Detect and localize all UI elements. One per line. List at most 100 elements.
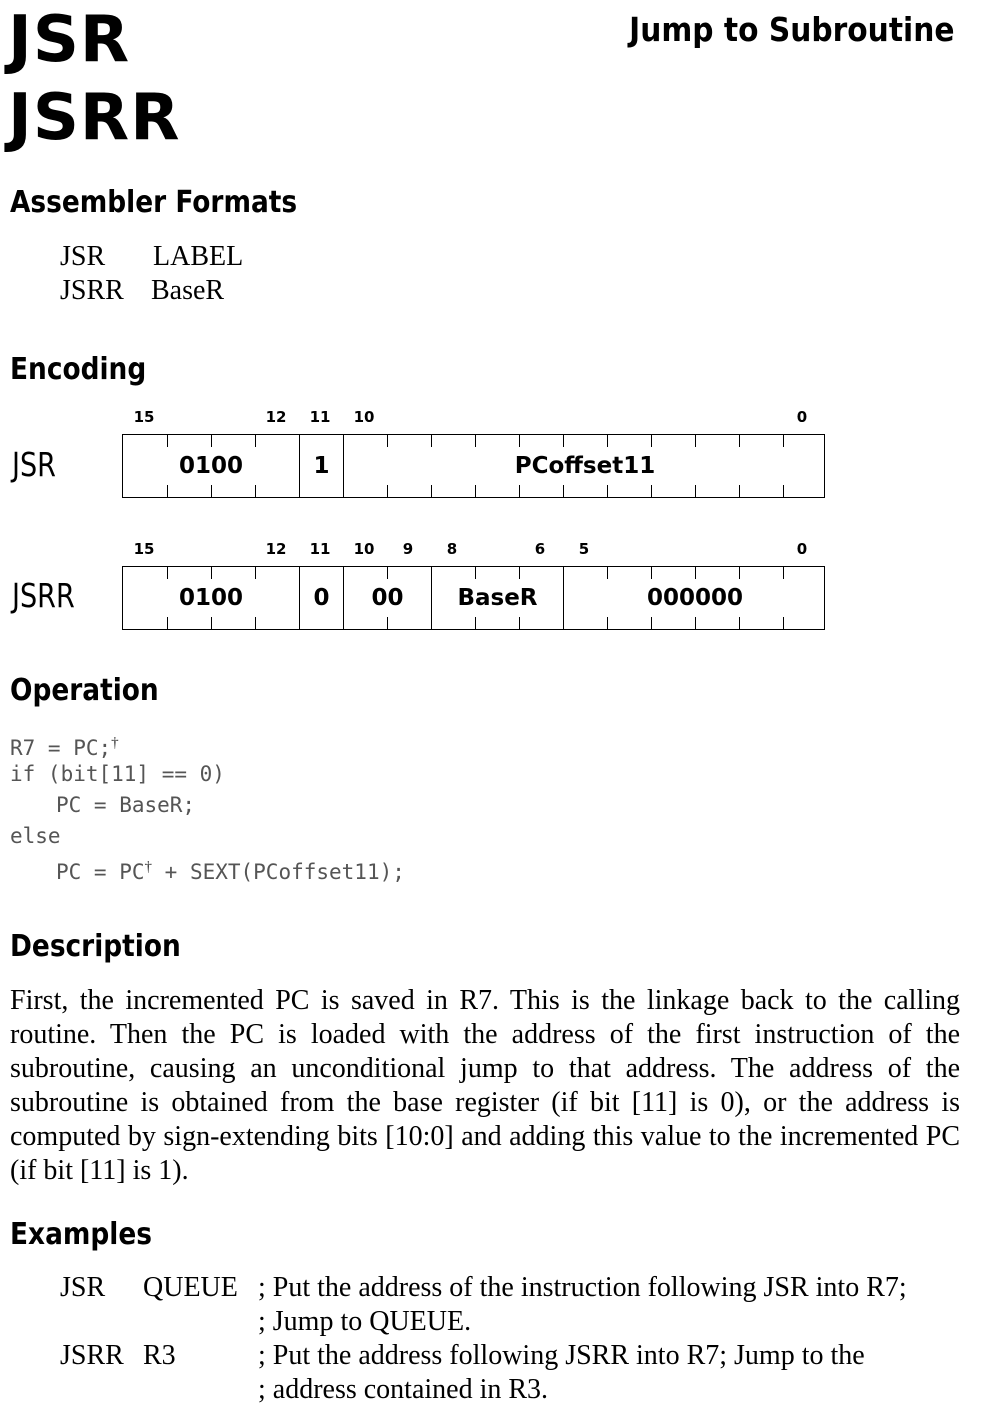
bit-tick — [739, 435, 740, 447]
opcode-field: 0100 — [178, 453, 243, 479]
bit-number: 11 — [309, 408, 331, 426]
bit-tick — [299, 435, 300, 447]
description-text: First, the incremented PC is saved in R7… — [10, 985, 960, 1186]
example-comment: ; Put the address following JSRR into R7… — [258, 1340, 865, 1371]
jsrr-encoding-box: 0100 0 00 BaseR 000000 — [122, 566, 825, 630]
zero-bits-field: 00 — [343, 567, 431, 629]
bit-tick — [211, 617, 212, 629]
pcoffset11-field: PCoffset11 — [343, 435, 826, 497]
bit-number: 15 — [133, 540, 155, 558]
bit-tick — [607, 485, 608, 497]
bit-tick — [739, 617, 740, 629]
bit-tick — [783, 567, 784, 579]
baser-field: BaseR — [431, 567, 563, 629]
bit-tick — [343, 485, 344, 497]
bit-tick — [651, 435, 652, 447]
bit-tick — [299, 567, 300, 579]
example-comment: ; Jump to QUEUE. — [258, 1306, 472, 1337]
bit-tick — [651, 567, 652, 579]
bit-number: 5 — [578, 540, 590, 558]
page-subtitle: Jump to Subroutine — [628, 10, 954, 49]
format-op-jsr: JSR — [60, 241, 106, 272]
bit-tick — [255, 485, 256, 497]
flag-bit-field: 1 — [299, 435, 343, 497]
operation-line-2: if (bit[11] == 0) — [10, 762, 225, 786]
bit-tick — [783, 435, 784, 447]
bit-tick — [167, 617, 168, 629]
example-comment: ; Put the address of the instruction fol… — [258, 1272, 907, 1303]
operation-heading: Operation — [10, 673, 159, 708]
bit-tick — [387, 435, 388, 447]
bit-tick — [519, 485, 520, 497]
bit-tick — [695, 435, 696, 447]
bit-tick — [739, 567, 740, 579]
bit-number: 12 — [265, 540, 287, 558]
bit-tick — [519, 435, 520, 447]
bit-number: 11 — [309, 540, 331, 558]
bit-tick — [695, 485, 696, 497]
bit-tick — [563, 567, 564, 579]
code-text: PC = PC — [56, 860, 145, 884]
flag-bit-field: 0 — [299, 567, 343, 629]
bit-tick — [343, 617, 344, 629]
bit-tick — [299, 617, 300, 629]
description-heading: Description — [10, 929, 181, 964]
bit-tick — [695, 617, 696, 629]
bit-tick — [783, 485, 784, 497]
bit-tick — [475, 485, 476, 497]
bit-tick — [431, 485, 432, 497]
bit-tick — [651, 485, 652, 497]
bit-tick — [255, 567, 256, 579]
bit-tick — [387, 485, 388, 497]
bit-tick — [211, 485, 212, 497]
bit-tick — [563, 617, 564, 629]
mnemonic-jsr: JSR — [8, 3, 131, 77]
bit-tick — [167, 485, 168, 497]
bit-tick — [211, 567, 212, 579]
bit-number: 0 — [796, 408, 808, 426]
example-op: JSR — [60, 1272, 106, 1303]
bit-tick — [387, 567, 388, 579]
examples-heading: Examples — [10, 1217, 152, 1252]
bit-tick — [607, 617, 608, 629]
opcode-field: 0100 — [178, 585, 243, 611]
bit-number: 0 — [796, 540, 808, 558]
bit-number: 9 — [402, 540, 414, 558]
bit-number: 12 — [265, 408, 287, 426]
bit-tick — [651, 617, 652, 629]
mnemonic-jsrr: JSRR — [8, 81, 181, 155]
format-op-jsrr: JSRR — [60, 275, 124, 306]
format-operand-jsr: LABEL — [153, 241, 244, 272]
bit-tick — [475, 435, 476, 447]
bit-tick — [343, 567, 344, 579]
bit-tick — [431, 435, 432, 447]
bit-tick — [255, 435, 256, 447]
bit-tick — [475, 617, 476, 629]
example-operand: R3 — [143, 1340, 176, 1371]
operation-line-3: PC = BaseR; — [56, 793, 196, 817]
bit-tick — [563, 435, 564, 447]
bit-tick — [431, 617, 432, 629]
bit-tick — [563, 485, 564, 497]
operation-line-1: R7 = PC;† — [10, 728, 119, 764]
bit-tick — [739, 485, 740, 497]
example-operand: QUEUE — [143, 1272, 238, 1303]
bit-tick — [255, 617, 256, 629]
dagger-mark: † — [111, 735, 119, 751]
bit-number: 10 — [353, 540, 375, 558]
bit-tick — [167, 435, 168, 447]
bit-tick — [211, 435, 212, 447]
example-comment: ; address contained in R3. — [258, 1374, 549, 1405]
bit-tick — [783, 617, 784, 629]
zero-pad-field: 000000 — [563, 567, 826, 629]
code-text: R7 = PC; — [10, 736, 112, 760]
bit-number: 6 — [534, 540, 546, 558]
bit-tick — [607, 567, 608, 579]
bit-tick — [299, 485, 300, 497]
bit-tick — [167, 567, 168, 579]
bit-number: 15 — [133, 408, 155, 426]
operation-line-5: PC = PC† + SEXT(PCoffset11); — [56, 852, 405, 888]
bit-number: 10 — [353, 408, 375, 426]
bit-tick — [387, 617, 388, 629]
bit-tick — [431, 567, 432, 579]
